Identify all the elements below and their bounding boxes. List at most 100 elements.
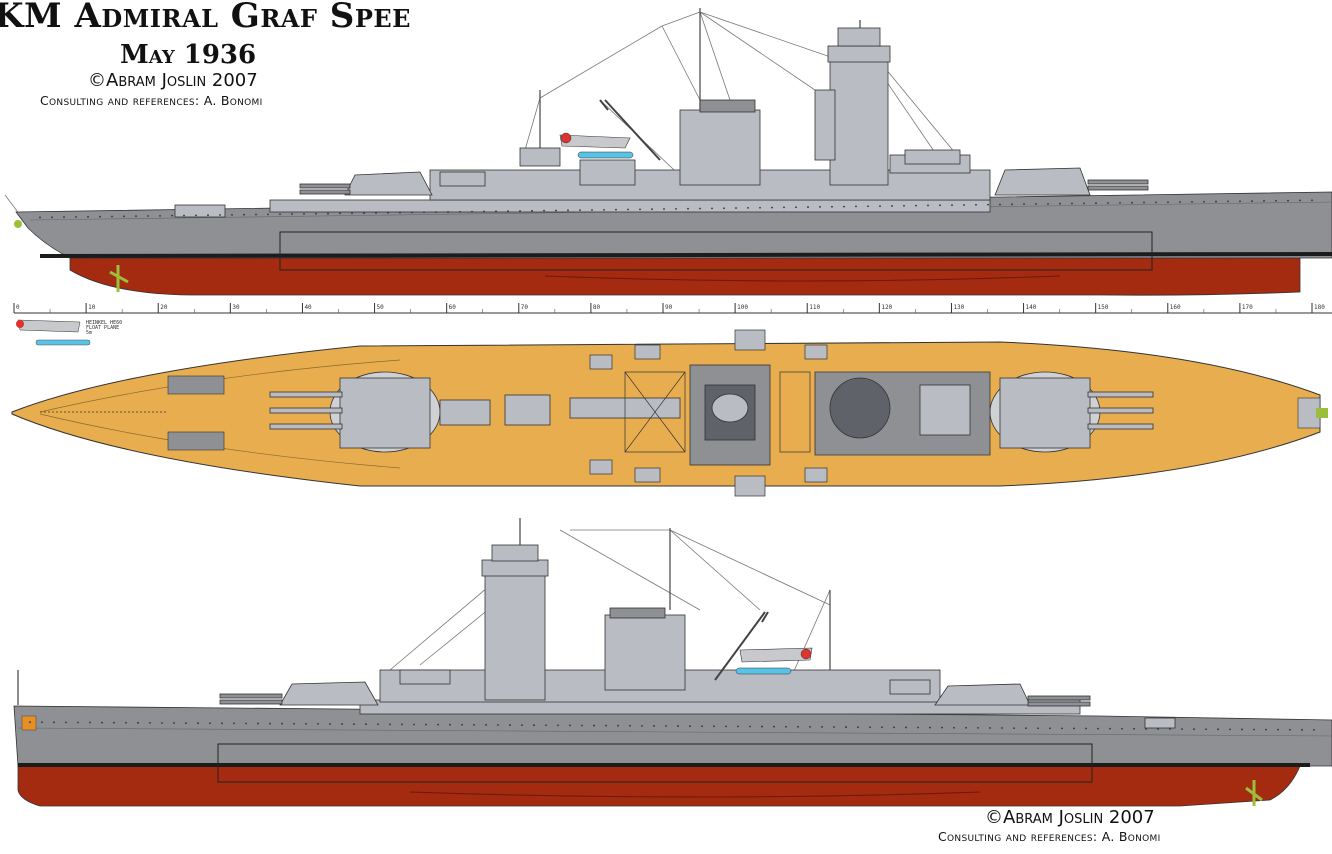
scale-tick-label: 90: [665, 304, 673, 311]
porthole: [423, 211, 425, 214]
armor-belt-bottom: [217, 743, 1093, 783]
porthole: [1205, 728, 1207, 731]
porthole: [99, 215, 101, 218]
scale-tick-label: 30: [232, 304, 240, 311]
porthole: [459, 210, 461, 213]
porthole: [291, 213, 293, 215]
porthole: [1059, 202, 1061, 205]
porthole: [773, 725, 775, 728]
porthole: [939, 204, 941, 207]
porthole: [785, 725, 787, 728]
floatplane-caption: HEINKEL HE60 FLOAT PLANE 5m: [86, 321, 122, 336]
superstructure-top: [269, 27, 991, 213]
copyright-text: ©Abram Joslin 2007: [88, 70, 258, 91]
porthole: [485, 724, 487, 726]
porthole: [353, 723, 355, 726]
porthole: [927, 204, 929, 207]
porthole: [1023, 203, 1025, 206]
porthole: [449, 723, 451, 726]
porthole: [1301, 728, 1303, 731]
porthole: [77, 721, 79, 724]
porthole: [567, 209, 569, 212]
porthole: [783, 206, 785, 209]
porthole: [677, 725, 679, 727]
hull-gray-bottom: [13, 705, 1332, 767]
porthole: [437, 723, 439, 726]
porthole: [387, 211, 389, 214]
porthole: [75, 216, 77, 218]
scale-tick-label: 10: [88, 304, 96, 311]
porthole: [831, 205, 833, 208]
porthole: [209, 722, 211, 725]
porthole: [845, 726, 847, 728]
porthole: [483, 210, 485, 213]
porthole: [51, 216, 53, 219]
porthole: [161, 722, 163, 724]
porthole: [867, 205, 869, 208]
porthole: [267, 213, 269, 216]
scale-tick-label: 140: [1026, 304, 1037, 311]
porthole: [1025, 727, 1027, 730]
porthole: [327, 212, 329, 215]
porthole: [1107, 202, 1109, 204]
porthole: [473, 723, 475, 726]
porthole: [317, 723, 319, 725]
porthole: [1299, 199, 1301, 202]
porthole: [615, 208, 617, 211]
porthole: [545, 724, 547, 727]
porthole: [711, 207, 713, 210]
scale-tick-label: 20: [160, 304, 168, 311]
porthole: [1169, 728, 1171, 730]
porthole: [341, 723, 343, 725]
plane-label-line3: 5m: [86, 330, 93, 336]
profile-view-top: [4, 8, 1332, 296]
scale-tick-label: 120: [881, 304, 892, 311]
porthole: [975, 203, 977, 206]
porthole: [929, 726, 931, 729]
porthole: [725, 725, 727, 728]
porthole: [1049, 727, 1051, 730]
porthole: [1179, 201, 1181, 203]
porthole: [435, 211, 437, 214]
porthole: [603, 208, 605, 211]
scale-tick-label: 70: [521, 304, 529, 311]
porthole: [231, 213, 233, 216]
porthole: [281, 722, 283, 725]
porthole: [185, 722, 187, 725]
porthole: [965, 726, 967, 729]
scale-tick-label: 60: [449, 304, 457, 311]
porthole: [915, 204, 917, 207]
porthole: [1313, 728, 1315, 731]
porthole: [113, 721, 115, 724]
porthole: [87, 215, 89, 218]
porthole: [399, 211, 401, 214]
porthole: [1157, 728, 1159, 730]
porthole: [917, 726, 919, 729]
propeller-top: [109, 265, 129, 292]
porthole: [987, 203, 989, 206]
porthole: [219, 214, 221, 216]
portholes: [29, 199, 1315, 731]
porthole: [39, 216, 41, 219]
porthole: [1001, 727, 1003, 729]
porthole: [401, 723, 403, 726]
porthole: [737, 725, 739, 728]
propeller-bottom: [1245, 780, 1263, 806]
porthole: [233, 722, 235, 725]
porthole: [557, 724, 559, 727]
porthole: [123, 215, 125, 218]
porthole: [663, 208, 665, 210]
porthole: [1203, 200, 1205, 203]
porthole: [221, 722, 223, 725]
hull-red-bottom: [17, 765, 1301, 807]
plan-bow-lockers: [167, 375, 225, 451]
footer-copyright: ©Abram Joslin 2007: [985, 807, 1155, 828]
porthole: [147, 215, 149, 217]
turrets-bottom: [219, 669, 1091, 707]
porthole: [569, 724, 571, 727]
porthole: [1131, 201, 1133, 204]
porthole: [1227, 200, 1229, 203]
porthole: [315, 212, 317, 215]
scale-tick-label: 100: [737, 304, 748, 311]
